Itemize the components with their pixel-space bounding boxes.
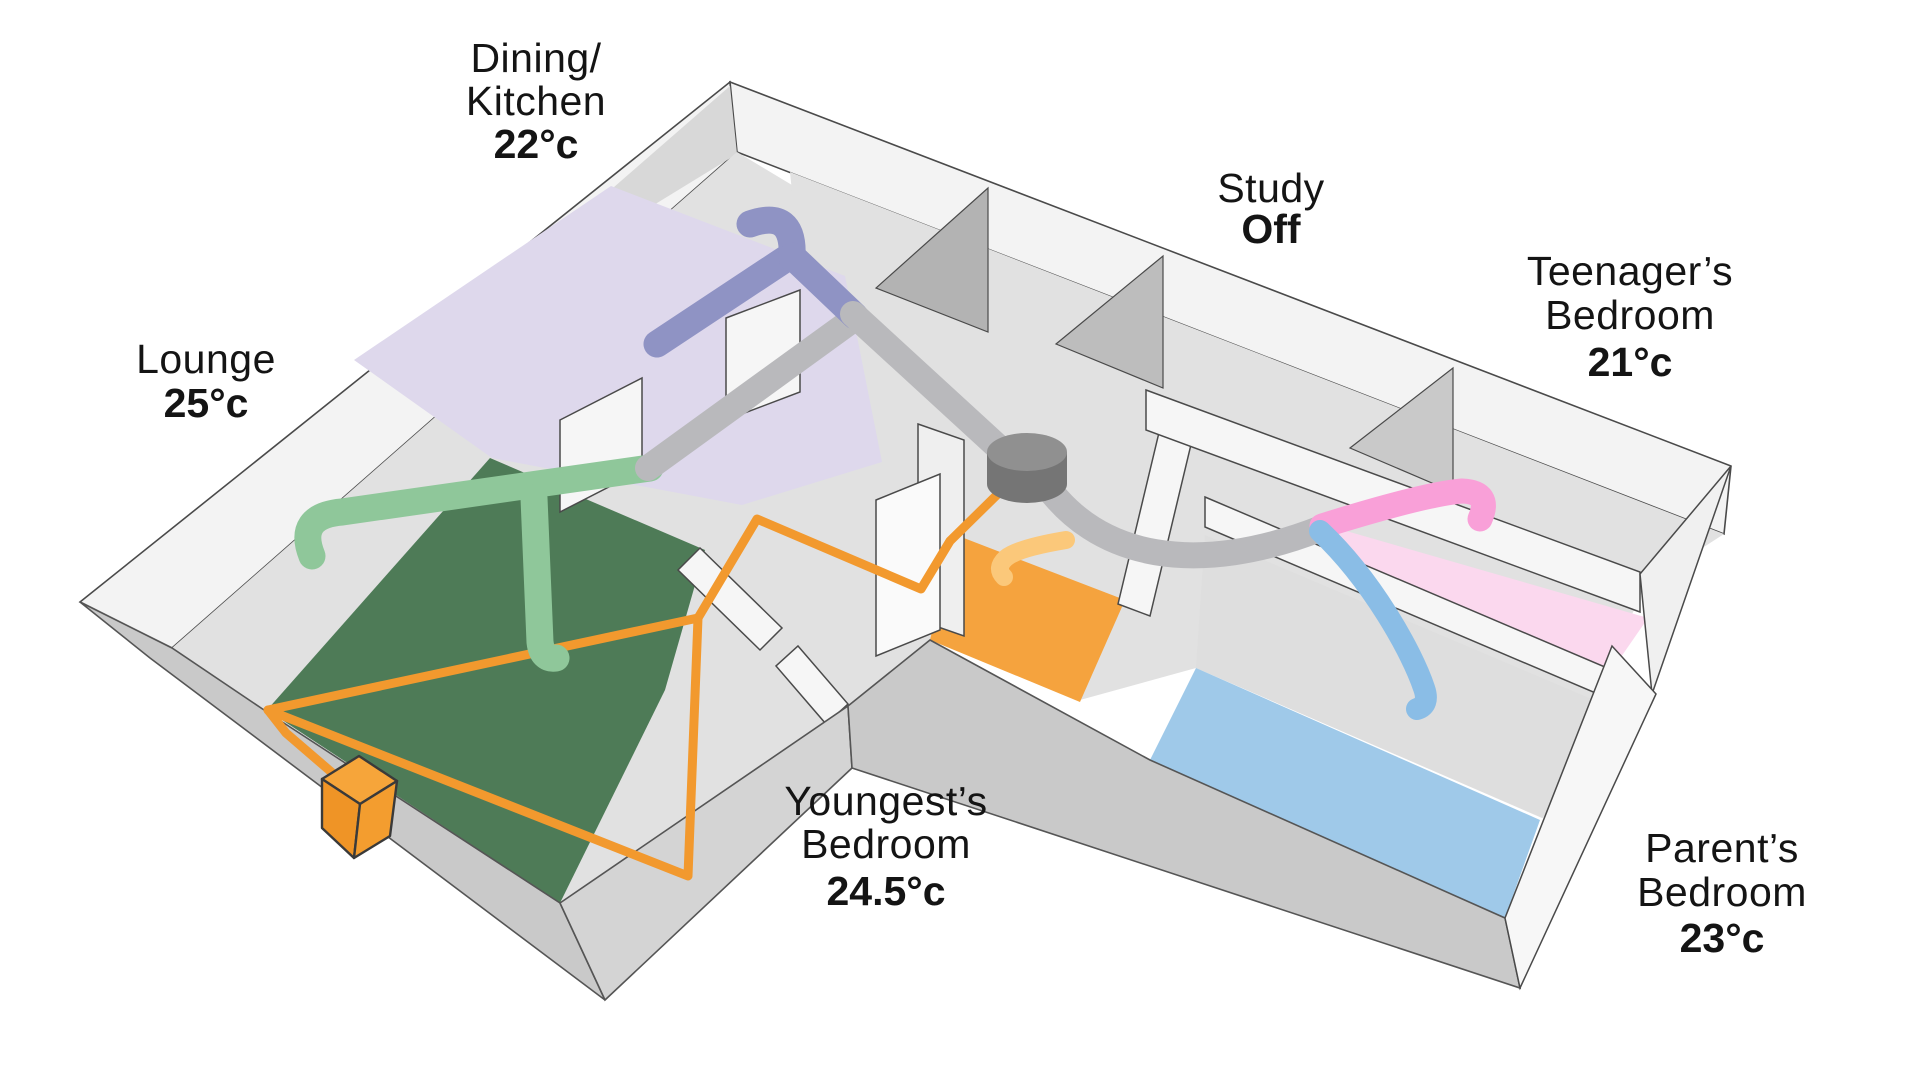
partition-shadow-3: [1348, 366, 1454, 493]
partition-shadow-2: [1054, 254, 1164, 389]
room-labels: Dining/ Kitchen 22°c Lounge 25°c Study O…: [136, 35, 1807, 961]
label-parent-name-1: Parent’s: [1645, 825, 1799, 871]
hub-top: [987, 433, 1067, 471]
duct-lounge-main: [294, 454, 664, 570]
label-teenager-name-1: Teenager’s: [1527, 248, 1733, 294]
label-youngest-name-2: Bedroom: [801, 821, 971, 867]
label-youngest-temp: 24.5°c: [827, 868, 946, 914]
label-parent-temp: 23°c: [1680, 915, 1765, 961]
label-youngest-name-1: Youngest’s: [784, 778, 987, 824]
wall-door-panel: [875, 472, 941, 658]
partition-shadow-1: [874, 186, 989, 333]
label-teenager-name-2: Bedroom: [1545, 292, 1715, 338]
label-lounge-name: Lounge: [136, 336, 276, 382]
floor-teenagers-bedroom: [1322, 524, 1648, 670]
wall-lounge-hall-a: [676, 546, 784, 652]
label-dining-name-2: Kitchen: [466, 78, 606, 124]
floor-parents-bedroom: [1150, 668, 1540, 918]
label-dining-temp: 22°c: [494, 121, 579, 167]
pipe-floor-loop: [263, 613, 703, 881]
pipe-to-hub: [693, 481, 1011, 623]
duct-lounge-branch: [520, 484, 570, 672]
duct-dining-arm: [643, 242, 804, 358]
label-study-status: Off: [1241, 206, 1301, 252]
wall-right-end: [1639, 465, 1732, 695]
floor-lounge: [267, 458, 705, 903]
outdoor-unit-right-face: [352, 779, 399, 860]
label-lounge-temp: 25°c: [164, 380, 249, 426]
duct-parent: [1309, 520, 1437, 720]
duct-youngest: [991, 531, 1075, 586]
floor-dining-kitchen: [354, 186, 882, 505]
duct-trunk-from-lounge: [635, 305, 868, 481]
duct-trunk-to-hub: [840, 301, 1023, 471]
duct-teenager: [1309, 478, 1496, 539]
heat-hub-cylinder: [987, 433, 1067, 503]
label-dining-name-1: Dining/: [470, 35, 601, 81]
duct-trunk-right: [1027, 463, 1335, 569]
label-teenager-temp: 21°c: [1588, 339, 1673, 385]
wall-outer-right-end: [1504, 644, 1657, 991]
floor-parents-gray: [1196, 535, 1608, 818]
floor-youngests-bedroom: [930, 535, 1125, 702]
label-study-name: Study: [1217, 165, 1324, 211]
label-parent-name-2: Bedroom: [1637, 869, 1807, 915]
outdoor-unit: [320, 754, 399, 860]
